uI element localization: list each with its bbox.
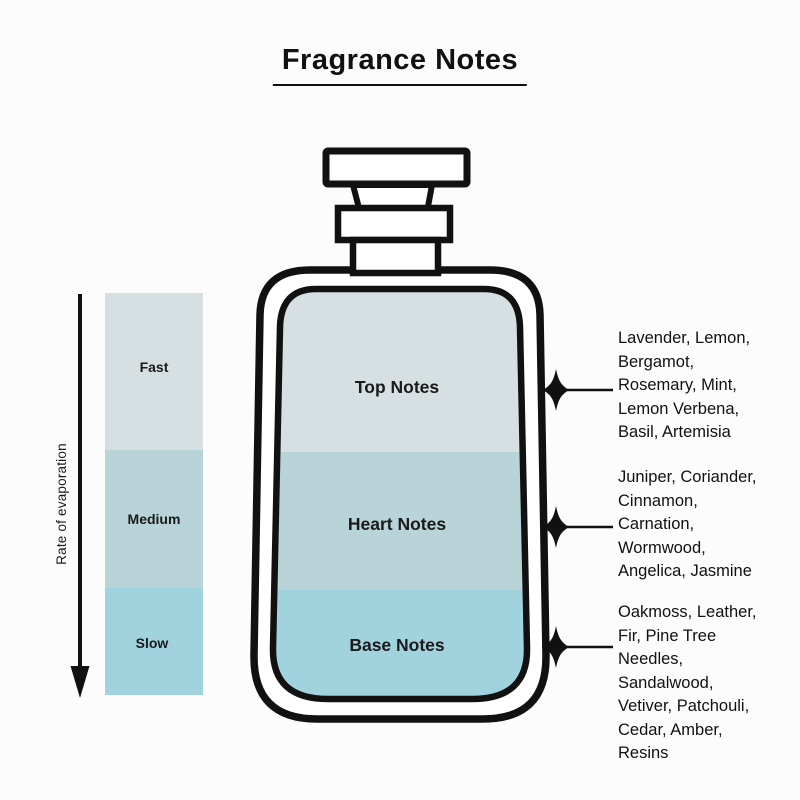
evaporation-scale: Fast Medium Slow: [105, 293, 203, 695]
notes-list-top: Lavender, Lemon,Bergamot,Rosemary, Mint,…: [618, 329, 751, 441]
rate-label-fast: Fast: [140, 359, 169, 375]
section-fill-top: [272, 289, 528, 452]
section-label-top-notes: Top Notes: [355, 377, 440, 397]
sparkle-icon: [543, 626, 569, 668]
rate-label-medium: Medium: [128, 511, 181, 527]
page-title: Fragrance Notes: [272, 44, 528, 86]
bottle-liquid: [272, 289, 528, 699]
rate-label-slow: Slow: [136, 635, 169, 651]
sparkle-icon: [543, 369, 569, 411]
rate-box-slow: [105, 588, 203, 695]
rate-box-fast: [105, 293, 203, 450]
section-fill-base: [272, 590, 528, 699]
bottle-cap: [322, 147, 471, 244]
evaporation-arrow: [70, 294, 90, 698]
bottle-cap-collar: [334, 204, 454, 244]
arrow-head-icon: [70, 666, 90, 698]
evaporation-axis-label: Rate of evaporation: [54, 443, 69, 565]
connector-base: [542, 626, 613, 668]
connector-heart: [540, 506, 613, 548]
section-fill-heart: [272, 452, 528, 590]
section-label-heart-notes: Heart Notes: [348, 514, 446, 534]
bottle-body-inner: [269, 285, 531, 703]
sparkle-icon: [543, 506, 569, 548]
connector-top: [538, 369, 613, 411]
section-label-base-notes: Base Notes: [349, 635, 445, 655]
notes-list-heart: Juniper, Coriander,Cinnamon,Carnation,Wo…: [618, 468, 757, 580]
rate-box-medium: [105, 450, 203, 588]
bottle-neck: [349, 236, 442, 277]
bottle-cap-top: [322, 147, 471, 188]
